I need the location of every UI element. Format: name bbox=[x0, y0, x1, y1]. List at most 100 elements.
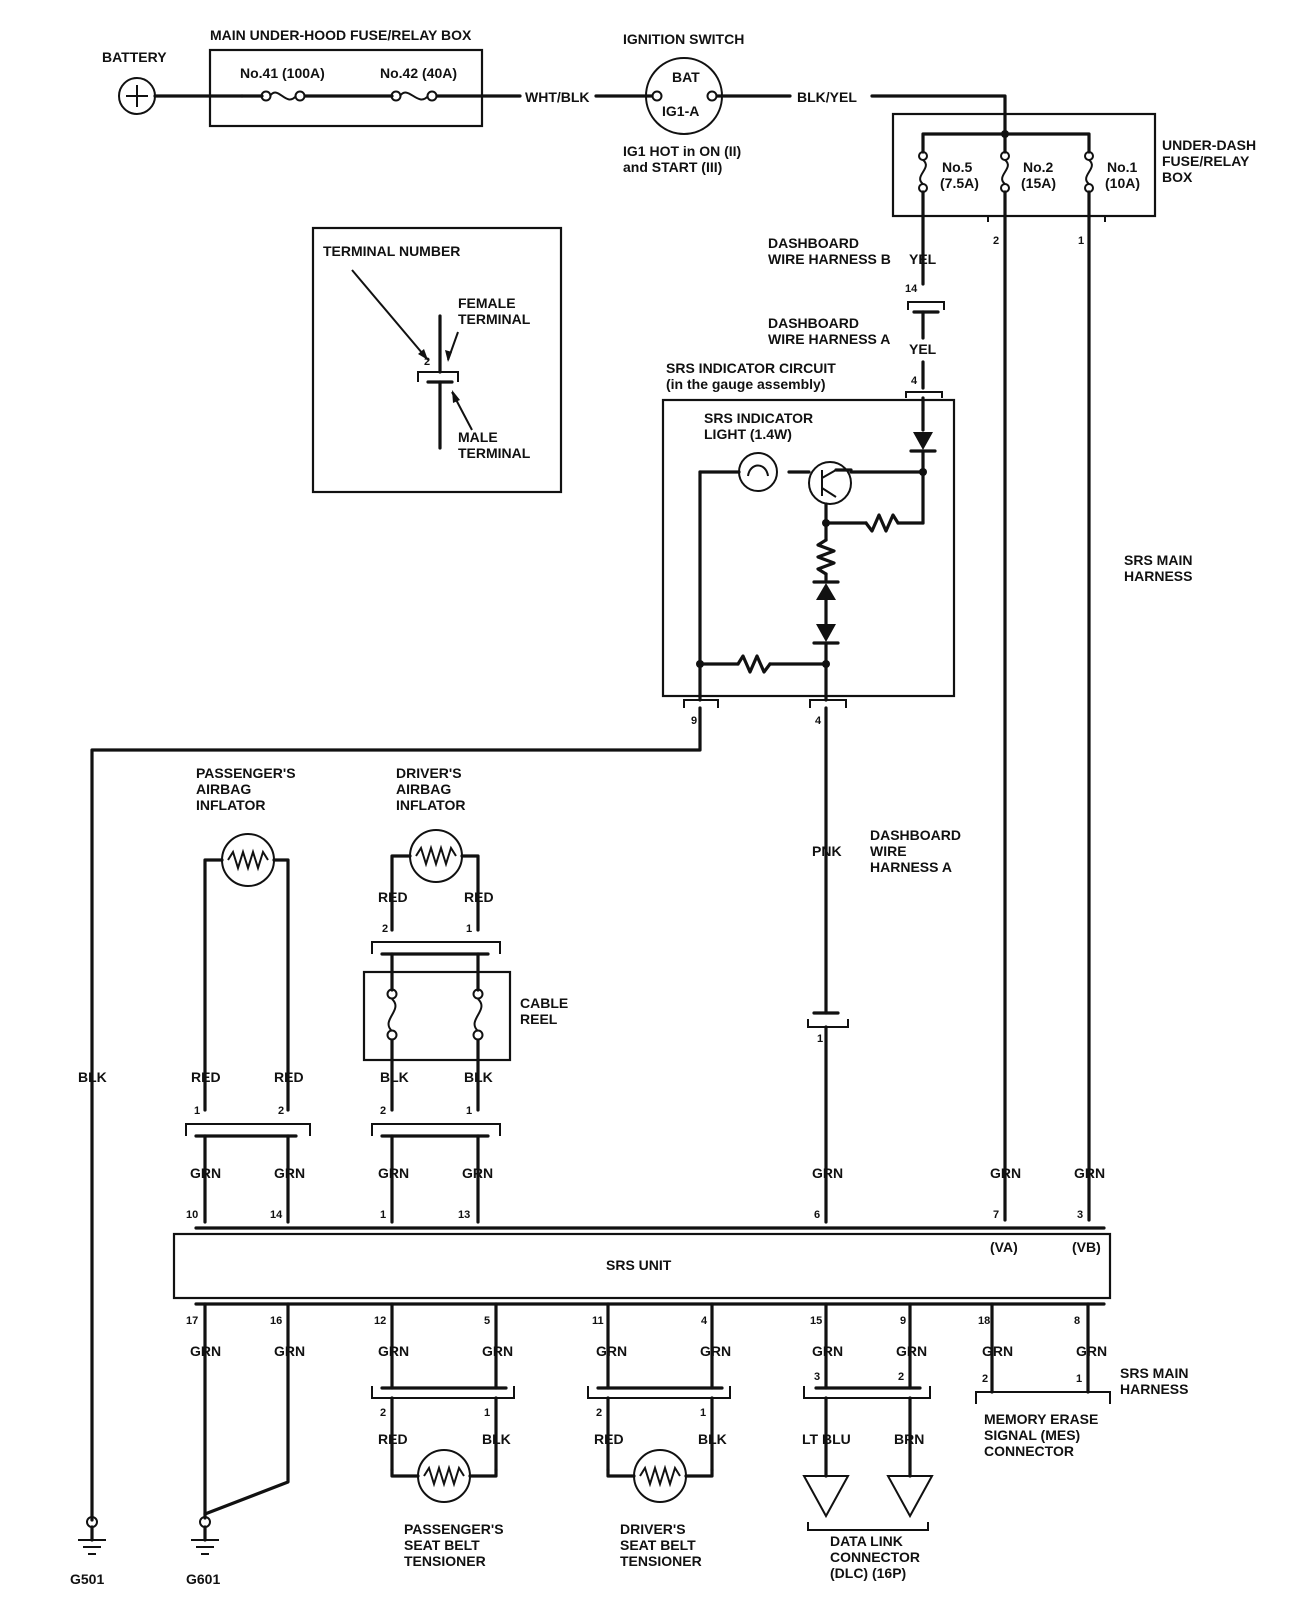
fuse-no1-label: No.1 bbox=[1107, 159, 1138, 175]
drv-tens-pin-2: 2 bbox=[596, 1407, 602, 1419]
pass-tensioner-label-3: TENSIONER bbox=[404, 1553, 486, 1569]
wire-label-red-dt: RED bbox=[594, 1431, 624, 1447]
grn-bot-6: GRN bbox=[700, 1343, 731, 1359]
indicator-diode-top bbox=[909, 432, 937, 453]
fuse-41-label: No.41 (100A) bbox=[240, 65, 325, 81]
ignition-ig1a-label: IG1-A bbox=[662, 103, 699, 119]
pass-airbag-label-1: PASSENGER'S bbox=[196, 765, 296, 781]
wire-label-red-d1: RED bbox=[378, 889, 408, 905]
grn-bot-10: GRN bbox=[1076, 1343, 1107, 1359]
srs-main-harness-b2: HARNESS bbox=[1120, 1381, 1188, 1397]
srs-top-pin-6: 6 bbox=[814, 1209, 820, 1221]
underdash-title-line3: BOX bbox=[1162, 169, 1193, 185]
legend-male-2: TERMINAL bbox=[458, 445, 531, 461]
underhood-fuse-box bbox=[208, 48, 484, 128]
wire-label-pnk: PNK bbox=[812, 843, 842, 859]
srs-top-pin-10: 10 bbox=[186, 1209, 198, 1221]
fuse-no1-symbol bbox=[1084, 151, 1094, 193]
srs-main-harness-2: HARNESS bbox=[1124, 568, 1192, 584]
srs-unit-va: (VA) bbox=[990, 1239, 1018, 1255]
grn-top-4: GRN bbox=[462, 1165, 493, 1181]
grn-top-6: GRN bbox=[990, 1165, 1021, 1181]
underdash-title-line1: UNDER-DASH bbox=[1162, 137, 1256, 153]
fuse-no2-rating: (15A) bbox=[1021, 175, 1056, 191]
dash-harness-b-2: WIRE HARNESS B bbox=[768, 251, 891, 267]
pin-1-pnk: 1 bbox=[817, 1033, 823, 1045]
drv-tensioner-label-1: DRIVER'S bbox=[620, 1521, 686, 1537]
drv-airbag-inflator-symbol bbox=[409, 829, 463, 883]
pin-4-bottom: 4 bbox=[815, 715, 822, 727]
dash-harness-a-2: WIRE HARNESS A bbox=[768, 331, 890, 347]
wire-label-blk-ground: BLK bbox=[78, 1069, 107, 1085]
mes-label-2: SIGNAL (MES) bbox=[984, 1427, 1080, 1443]
fuse-no5-symbol bbox=[918, 151, 928, 193]
wire-label-red-p1: RED bbox=[191, 1069, 221, 1085]
drv-reel-pin-2: 2 bbox=[380, 1105, 386, 1117]
legend-female-2: TERMINAL bbox=[458, 311, 531, 327]
grn-bot-5: GRN bbox=[596, 1343, 627, 1359]
dlc-pin-3: 3 bbox=[814, 1371, 820, 1383]
srs-main-harness-b1: SRS MAIN bbox=[1120, 1365, 1188, 1381]
cable-reel-clock-spring bbox=[386, 988, 484, 1041]
srs-bot-pin-18: 18 bbox=[978, 1315, 990, 1327]
legend-connector-symbol bbox=[351, 269, 473, 450]
pass-airbag-label-3: INFLATOR bbox=[196, 797, 265, 813]
grn-top-3: GRN bbox=[378, 1165, 409, 1181]
fuse-no2-label: No.2 bbox=[1023, 159, 1054, 175]
grn-top-5: GRN bbox=[812, 1165, 843, 1181]
dlc-label-1: DATA LINK bbox=[830, 1533, 903, 1549]
wire-label-blk-pt: BLK bbox=[482, 1431, 511, 1447]
battery-symbol bbox=[118, 77, 156, 115]
srs-top-pin-14: 14 bbox=[270, 1209, 283, 1221]
srs-unit-vb: (VB) bbox=[1072, 1239, 1101, 1255]
drv-airbag-label-2: AIRBAG bbox=[396, 781, 451, 797]
srs-bot-pin-15: 15 bbox=[810, 1315, 822, 1327]
pin-14: 14 bbox=[905, 283, 918, 295]
underdash-pin-1: 1 bbox=[1078, 235, 1084, 247]
drv-tens-pin-1: 1 bbox=[700, 1407, 706, 1419]
dlc-pin-2: 2 bbox=[898, 1371, 904, 1383]
underhood-box-title: MAIN UNDER-HOOD FUSE/RELAY BOX bbox=[210, 27, 472, 43]
dash-harness-a2-3: HARNESS A bbox=[870, 859, 952, 875]
pass-tensioner-label-2: SEAT BELT bbox=[404, 1537, 480, 1553]
ignition-note-line2: and START (III) bbox=[623, 159, 722, 175]
srs-bot-pin-5: 5 bbox=[484, 1315, 490, 1327]
srs-indicator-circuit-title: SRS INDICATOR CIRCUIT bbox=[666, 360, 836, 376]
battery-label: BATTERY bbox=[102, 49, 167, 65]
fuse-42-label: No.42 (40A) bbox=[380, 65, 457, 81]
cable-reel-box bbox=[362, 970, 512, 1062]
fuse-no5-label: No.5 bbox=[942, 159, 973, 175]
wire-label-blk-d1: BLK bbox=[464, 1069, 493, 1085]
ignition-bat-label: BAT bbox=[672, 69, 700, 85]
srs-top-pin-13: 13 bbox=[458, 1209, 470, 1221]
drv-tensioner-label-2: SEAT BELT bbox=[620, 1537, 696, 1553]
underdash-pin-2: 2 bbox=[993, 235, 999, 247]
wire-label-blk-dt: BLK bbox=[698, 1431, 727, 1447]
cable-reel-label-1: CABLE bbox=[520, 995, 568, 1011]
fuse-no2-symbol bbox=[1000, 151, 1010, 193]
mes-label-3: CONNECTOR bbox=[984, 1443, 1074, 1459]
drv-airbag-label-1: DRIVER'S bbox=[396, 765, 462, 781]
dlc-label-2: CONNECTOR bbox=[830, 1549, 920, 1565]
indicator-transistor bbox=[808, 461, 853, 505]
pass-airbag-pin-2: 2 bbox=[278, 1105, 284, 1117]
dash-harness-b-1: DASHBOARD bbox=[768, 235, 859, 251]
legend-female-1: FEMALE bbox=[458, 295, 516, 311]
wire-label-blk-yel: BLK/YEL bbox=[797, 89, 857, 105]
dash-harness-a2-1: DASHBOARD bbox=[870, 827, 961, 843]
ground-g501-symbol bbox=[78, 1516, 106, 1555]
srs-bot-pin-4: 4 bbox=[701, 1315, 708, 1327]
wire-label-blk-d2: BLK bbox=[380, 1069, 409, 1085]
wire-label-yel-1: YEL bbox=[909, 251, 937, 267]
mes-pin-1: 1 bbox=[1076, 1373, 1082, 1385]
drv-tensioner-symbol bbox=[633, 1449, 687, 1503]
drv-airbag-pin-1: 1 bbox=[466, 923, 472, 935]
pass-airbag-pin-1: 1 bbox=[194, 1105, 200, 1117]
dash-harness-a-1: DASHBOARD bbox=[768, 315, 859, 331]
srs-unit-label: SRS UNIT bbox=[606, 1257, 672, 1273]
dlc-terminal-3-symbol bbox=[802, 1475, 850, 1519]
wire-label-red-p2: RED bbox=[274, 1069, 304, 1085]
grn-top-2: GRN bbox=[274, 1165, 305, 1181]
srs-bot-pin-8: 8 bbox=[1074, 1315, 1080, 1327]
